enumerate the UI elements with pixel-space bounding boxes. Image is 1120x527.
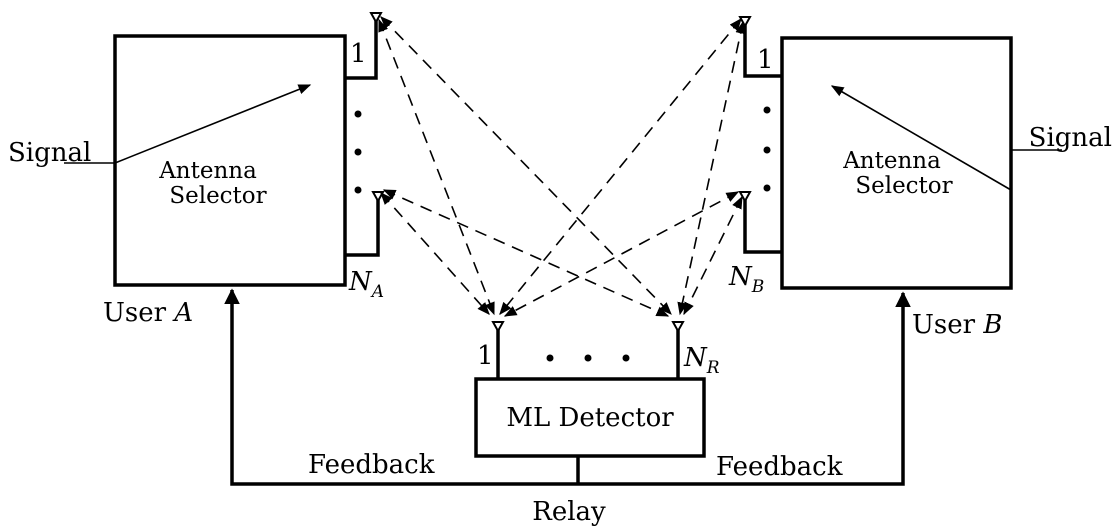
relay-antenna-ellipsis-dot bbox=[584, 354, 592, 362]
antenna-b-ellipsis-dot bbox=[763, 184, 771, 192]
antenna-selector-b-line2: Selector bbox=[855, 173, 952, 199]
antenna-a-ellipsis-dot bbox=[354, 110, 362, 118]
link-blast-to-relay-last bbox=[683, 195, 743, 316]
antenna-a-ellipsis-dot bbox=[354, 186, 362, 194]
antenna-b-ellipsis-dot bbox=[763, 106, 771, 114]
wireless-links bbox=[378, 16, 746, 317]
relay-antenna-1-icon bbox=[491, 321, 505, 334]
antenna-b-last-feed bbox=[743, 197, 782, 254]
antenna-b1-label: 1 bbox=[757, 45, 774, 75]
relay-antenna-last-label: NR bbox=[683, 343, 720, 378]
signal-b-label: Signal bbox=[1029, 123, 1112, 153]
antenna-selector-a-box bbox=[113, 34, 347, 287]
link-blast-to-relay-1 bbox=[503, 191, 740, 317]
relay-antenna-ellipsis-dot bbox=[622, 354, 630, 362]
antenna-b-last-label: NB bbox=[728, 262, 764, 297]
link-alast-to-relay-1 bbox=[380, 192, 490, 315]
feedback-path-to-user-b bbox=[578, 291, 911, 486]
antenna-b1-icon bbox=[738, 16, 752, 29]
antenna-a1-label: 1 bbox=[350, 39, 367, 69]
relay-antenna-last-icon bbox=[671, 321, 685, 334]
link-alast-to-relay-last bbox=[382, 189, 670, 317]
antenna-selector-a-line2: Selector bbox=[169, 183, 266, 209]
feedback-left-label: Feedback bbox=[308, 450, 435, 480]
user-b: Antenna Selector Signal 1 NB User B bbox=[728, 16, 1112, 340]
relay-antenna-1-label: 1 bbox=[477, 341, 494, 371]
antenna-a-last-label: NA bbox=[348, 267, 384, 302]
user-a-label: User A bbox=[103, 298, 193, 328]
antenna-a1-feed bbox=[345, 18, 378, 80]
relay-label: Relay bbox=[532, 497, 606, 527]
feedback-right-label: Feedback bbox=[716, 452, 843, 482]
antenna-a1-icon bbox=[369, 12, 383, 25]
link-b1-to-relay-1 bbox=[499, 18, 742, 315]
relay: ML Detector 1 NR Feedback Feedback Relay bbox=[224, 288, 911, 527]
ml-detector-box bbox=[474, 377, 706, 458]
link-a1-to-relay-last bbox=[380, 16, 672, 315]
antenna-b-ellipsis-dot bbox=[763, 146, 771, 154]
antenna-a-last-feed bbox=[345, 197, 380, 257]
antenna-selector-a-line1: Antenna bbox=[158, 158, 257, 184]
feedback-path-to-user-a bbox=[224, 288, 578, 486]
user-a: Antenna Selector Signal 1 NA User A bbox=[8, 12, 385, 328]
relay-antenna-ellipsis-dot bbox=[546, 354, 554, 362]
selector-a-switch-arrow bbox=[114, 84, 312, 164]
link-a1-to-relay-1 bbox=[378, 18, 495, 316]
selector-b-switch-arrow bbox=[830, 85, 1012, 191]
ml-detector-label: ML Detector bbox=[506, 403, 674, 433]
antenna-selector-b-box bbox=[780, 36, 1013, 290]
user-b-label: User B bbox=[912, 310, 1002, 340]
antenna-a-ellipsis-dot bbox=[354, 148, 362, 156]
antenna-selector-b-line1: Antenna bbox=[842, 148, 941, 174]
